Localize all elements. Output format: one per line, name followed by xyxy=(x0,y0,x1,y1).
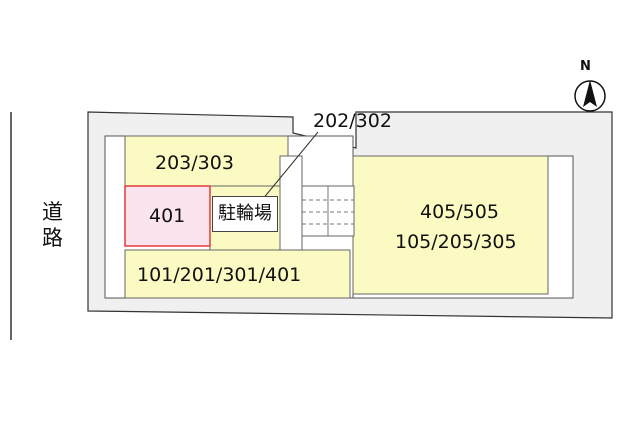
unit-block-405-505 xyxy=(352,155,549,295)
unit-401-highlight xyxy=(124,185,211,247)
bike-parking-label: 駐輪場 xyxy=(212,196,278,232)
road-label-char: 路 xyxy=(42,226,63,250)
compass-label: N xyxy=(580,59,591,74)
unit-label-401: 401 xyxy=(149,205,186,227)
unit-label-105-305: 105/205/305 xyxy=(395,231,517,253)
unit-block-101-401 xyxy=(124,249,351,299)
unit-label-203-303: 203/303 xyxy=(155,152,234,174)
corridor xyxy=(279,155,303,251)
callout-leader xyxy=(261,131,319,201)
unit-label-101-401: 101/201/301/401 xyxy=(137,264,302,286)
unit-block-203-303 xyxy=(124,135,289,187)
road-label-char: 道 xyxy=(42,200,63,224)
north-arrow-icon xyxy=(574,80,606,112)
callout-label-202-302: 202/302 xyxy=(313,110,392,132)
unit-label-405-505: 405/505 xyxy=(420,201,499,223)
